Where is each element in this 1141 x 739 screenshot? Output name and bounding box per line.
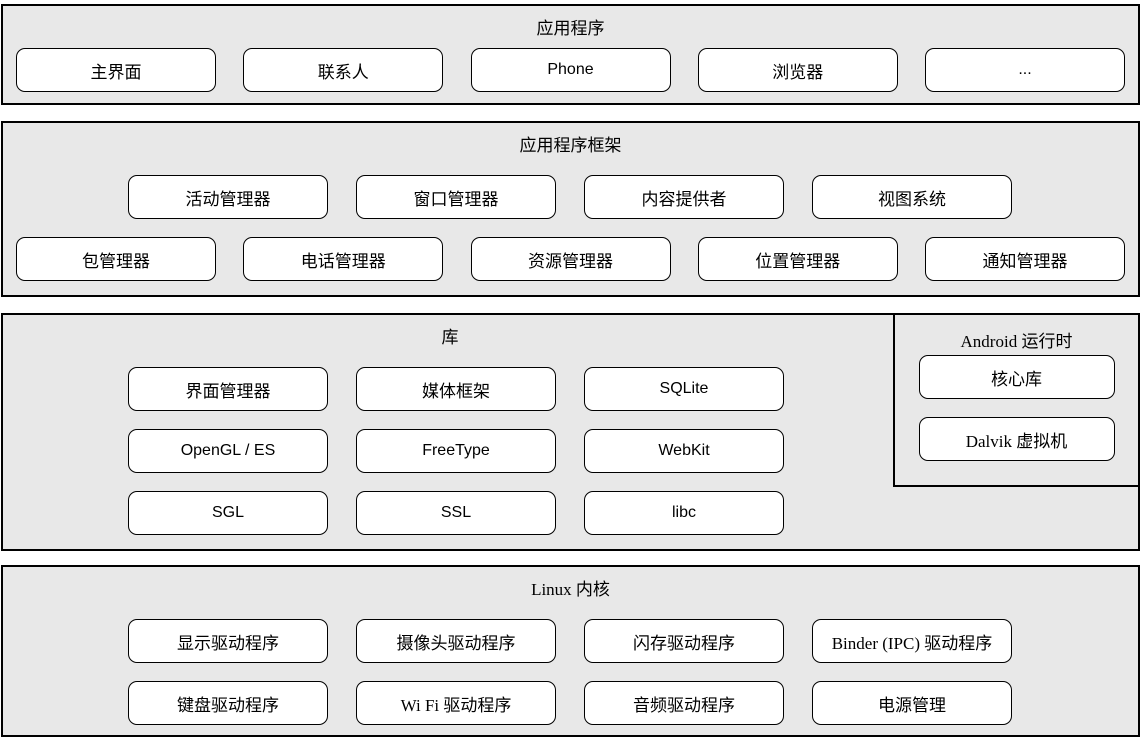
layer-application-framework: 应用程序框架 活动管理器 窗口管理器 内容提供者 视图系统 包管理器 电话管理器… bbox=[1, 121, 1140, 297]
box-activity-manager: 活动管理器 bbox=[128, 175, 328, 219]
applications-row: 主界面 联系人 Phone 浏览器 ... bbox=[3, 48, 1138, 92]
box-view-system: 视图系统 bbox=[812, 175, 1012, 219]
box-camera-driver: 摄像头驱动程序 bbox=[356, 619, 556, 663]
box-binder-driver: Binder (IPC) 驱动程序 bbox=[812, 619, 1012, 663]
box-libc: libc bbox=[584, 491, 784, 535]
box-notification-manager: 通知管理器 bbox=[925, 237, 1125, 281]
framework-row-1: 活动管理器 窗口管理器 内容提供者 视图系统 bbox=[3, 175, 1138, 219]
panel-android-runtime: Android 运行时 核心库 Dalvik 虚拟机 bbox=[893, 313, 1140, 487]
box-freetype: FreeType bbox=[356, 429, 556, 473]
layer-title-kernel: Linux 内核 bbox=[531, 580, 610, 599]
box-home: 主界面 bbox=[16, 48, 216, 92]
box-sqlite: SQLite bbox=[584, 367, 784, 411]
box-window-manager: 窗口管理器 bbox=[356, 175, 556, 219]
box-ssl: SSL bbox=[356, 491, 556, 535]
box-keyboard-driver: 键盘驱动程序 bbox=[128, 681, 328, 725]
box-core-libraries: 核心库 bbox=[918, 355, 1115, 399]
framework-row-2: 包管理器 电话管理器 资源管理器 位置管理器 通知管理器 bbox=[3, 237, 1138, 281]
box-media-framework: 媒体框架 bbox=[356, 367, 556, 411]
box-ellipsis: ... bbox=[925, 48, 1125, 92]
box-content-providers: 内容提供者 bbox=[584, 175, 784, 219]
layer-applications: 应用程序 主界面 联系人 Phone 浏览器 ... bbox=[1, 4, 1140, 105]
box-opengl-es: OpenGL / ES bbox=[128, 429, 328, 473]
kernel-row-2: 键盘驱动程序 Wi Fi 驱动程序 音频驱动程序 电源管理 bbox=[3, 681, 1138, 725]
box-resource-manager: 资源管理器 bbox=[470, 237, 671, 281]
box-contacts: 联系人 bbox=[243, 48, 444, 92]
box-sgl: SGL bbox=[128, 491, 328, 535]
layer-libraries: 库 界面管理器 媒体框架 SQLite OpenGL / ES FreeType… bbox=[1, 313, 1140, 551]
libraries-grid: 界面管理器 媒体框架 SQLite OpenGL / ES FreeType W… bbox=[128, 367, 1138, 535]
kernel-row-1: 显示驱动程序 摄像头驱动程序 闪存驱动程序 Binder (IPC) 驱动程序 bbox=[3, 619, 1138, 663]
box-browser: 浏览器 bbox=[697, 48, 898, 92]
layer-title-applications: 应用程序 bbox=[536, 19, 605, 38]
layer-linux-kernel: Linux 内核 显示驱动程序 摄像头驱动程序 闪存驱动程序 Binder (I… bbox=[1, 565, 1140, 737]
box-flash-driver: 闪存驱动程序 bbox=[584, 619, 784, 663]
box-audio-driver: 音频驱动程序 bbox=[584, 681, 784, 725]
box-phone: Phone bbox=[470, 48, 671, 92]
box-wifi-driver: Wi Fi 驱动程序 bbox=[356, 681, 556, 725]
box-package-manager: 包管理器 bbox=[16, 237, 216, 281]
box-location-manager: 位置管理器 bbox=[697, 237, 898, 281]
box-surface-manager: 界面管理器 bbox=[128, 367, 328, 411]
panel-title-android-runtime: Android 运行时 bbox=[960, 332, 1073, 351]
box-dalvik-vm: Dalvik 虚拟机 bbox=[918, 417, 1115, 461]
layer-title-framework: 应用程序框架 bbox=[519, 136, 622, 155]
box-power-management: 电源管理 bbox=[812, 681, 1012, 725]
box-display-driver: 显示驱动程序 bbox=[128, 619, 328, 663]
box-telephony-manager: 电话管理器 bbox=[243, 237, 444, 281]
box-webkit: WebKit bbox=[584, 429, 784, 473]
layer-title-libraries: 库 bbox=[441, 328, 459, 347]
